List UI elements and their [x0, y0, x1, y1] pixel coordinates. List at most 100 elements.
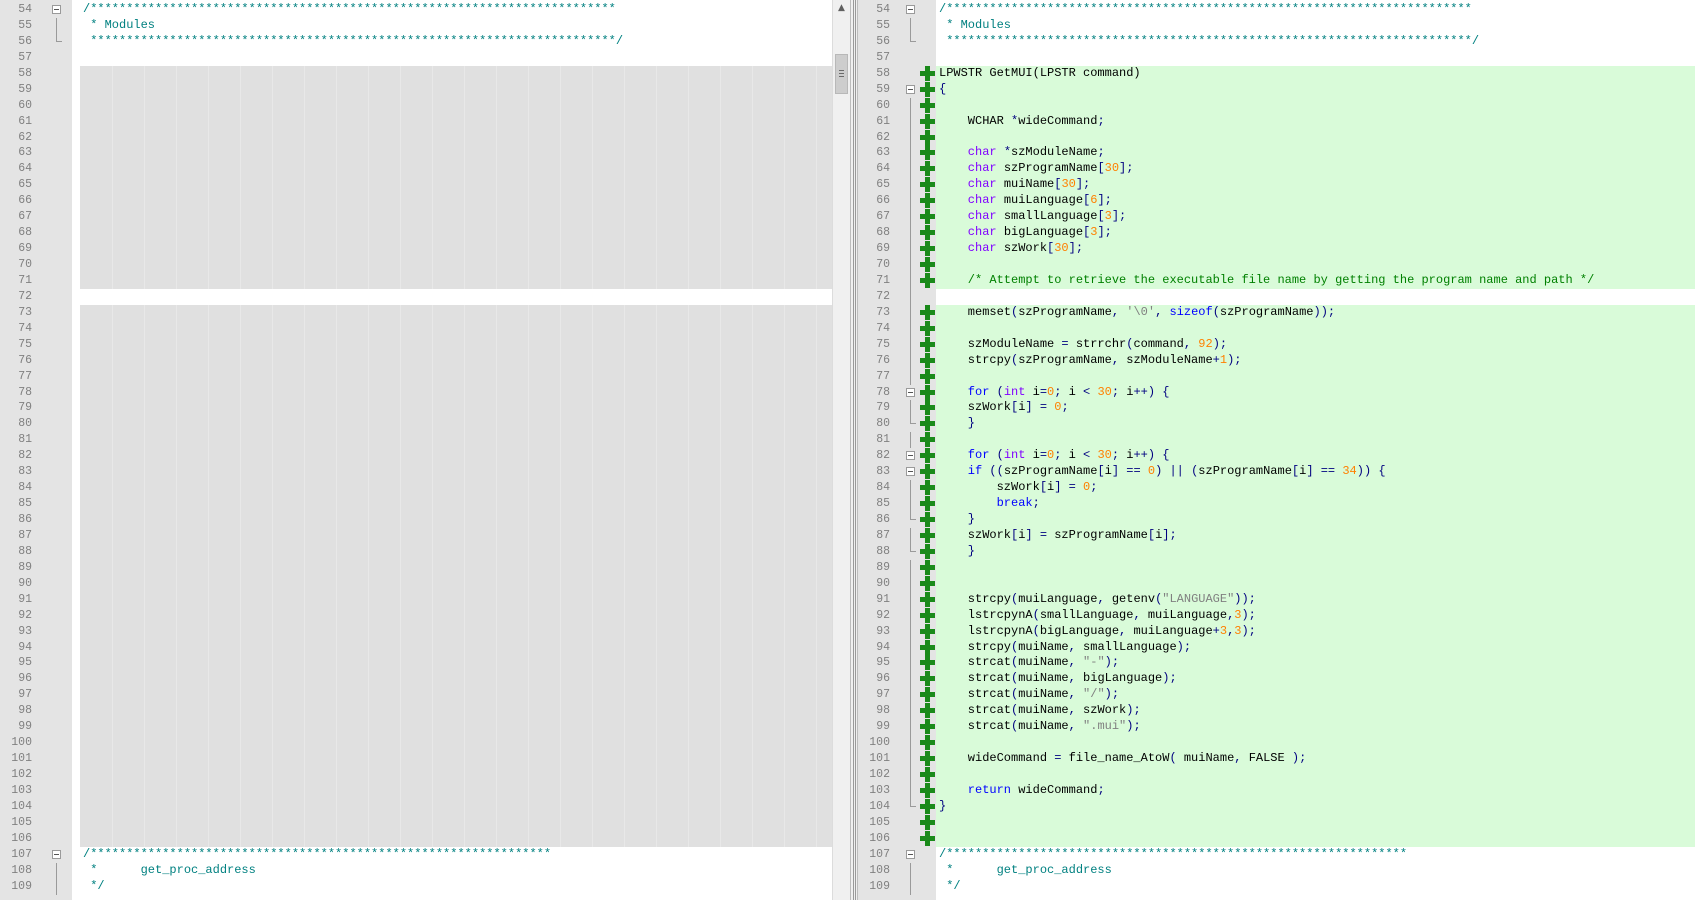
added-code-line[interactable]: szWork[i] = 0; — [936, 400, 1695, 417]
deleted-placeholder-line[interactable] — [80, 320, 850, 337]
code-line[interactable]: 104 — [0, 798, 850, 815]
code-text[interactable]: * Modules — [80, 18, 850, 34]
code-line[interactable]: 108 * get_proc_address — [0, 862, 850, 879]
code-line[interactable]: 71 /* Attempt to retrieve the executable… — [858, 272, 1695, 289]
deleted-placeholder-line[interactable] — [80, 97, 850, 114]
scrollbar-thumb[interactable] — [835, 54, 848, 94]
code-text[interactable]: * get_proc_address — [80, 863, 850, 879]
code-line[interactable]: 72 — [858, 288, 1695, 305]
fold-toggle-icon[interactable] — [906, 849, 915, 859]
deleted-placeholder-line[interactable] — [80, 336, 850, 353]
code-line[interactable]: 60 — [0, 97, 850, 114]
code-line[interactable]: 65 — [0, 177, 850, 194]
deleted-placeholder-line[interactable] — [80, 830, 850, 847]
code-line[interactable]: 105 — [858, 814, 1695, 831]
deleted-placeholder-line[interactable] — [80, 448, 850, 465]
code-line[interactable]: 64 — [0, 161, 850, 178]
code-line[interactable]: 107/************************************… — [0, 847, 850, 863]
added-code-line[interactable]: } — [936, 543, 1695, 560]
pane-splitter[interactable] — [850, 0, 858, 900]
code-line[interactable]: 69 char szWork[30]; — [858, 241, 1695, 257]
code-line[interactable]: 71 — [0, 272, 850, 289]
deleted-placeholder-line[interactable] — [80, 703, 850, 720]
right-editor-pane[interactable]: 54/*************************************… — [858, 0, 1695, 900]
deleted-placeholder-line[interactable] — [80, 272, 850, 289]
deleted-placeholder-line[interactable] — [80, 113, 850, 130]
code-line[interactable]: 83 if ((szProgramName[i] == 0) || (szPro… — [858, 464, 1695, 481]
code-line[interactable]: 95 — [0, 655, 850, 672]
code-text[interactable]: */ — [936, 879, 1695, 895]
added-code-line[interactable]: for (int i=0; i < 30; i++) { — [936, 384, 1695, 401]
code-line[interactable]: 60 — [858, 97, 1695, 114]
deleted-placeholder-line[interactable] — [80, 161, 850, 178]
added-code-line[interactable]: szWork[i] = szProgramName[i]; — [936, 527, 1695, 544]
code-line[interactable]: 69 — [0, 241, 850, 257]
code-line[interactable]: 109 */ — [0, 878, 850, 895]
added-code-line[interactable]: for (int i=0; i < 30; i++) { — [936, 448, 1695, 465]
deleted-placeholder-line[interactable] — [80, 639, 850, 656]
code-line[interactable]: 88 } — [858, 543, 1695, 560]
added-code-line[interactable] — [936, 575, 1695, 592]
code-line[interactable]: 106 — [858, 830, 1695, 847]
code-line[interactable]: 56 *************************************… — [858, 33, 1695, 50]
fold-toggle-icon[interactable] — [906, 84, 915, 94]
added-code-line[interactable]: szModuleName = strrchr(command, 92); — [936, 336, 1695, 353]
code-line[interactable]: 75 szModuleName = strrchr(command, 92); — [858, 336, 1695, 353]
code-text[interactable]: /***************************************… — [936, 847, 1695, 863]
code-line[interactable]: 54/*************************************… — [0, 2, 850, 18]
deleted-placeholder-line[interactable] — [80, 304, 850, 321]
code-line[interactable]: 88 — [0, 543, 850, 560]
code-line[interactable]: 67 — [0, 209, 850, 226]
code-line[interactable]: 74 — [0, 320, 850, 337]
added-code-line[interactable]: } — [936, 512, 1695, 528]
added-code-line[interactable]: lstrcpynA(bigLanguage, muiLanguage+3,3); — [936, 623, 1695, 640]
code-line[interactable]: 61 — [0, 113, 850, 130]
code-line[interactable]: 98 strcat(muiName, szWork); — [858, 703, 1695, 720]
deleted-placeholder-line[interactable] — [80, 416, 850, 433]
code-line[interactable]: 85 break; — [858, 496, 1695, 512]
code-line[interactable]: 95 strcat(muiName, "-"); — [858, 655, 1695, 672]
added-code-line[interactable]: strcat(muiName, szWork); — [936, 703, 1695, 720]
deleted-placeholder-line[interactable] — [80, 464, 850, 481]
code-line[interactable]: 81 — [0, 432, 850, 449]
code-line[interactable]: 105 — [0, 814, 850, 831]
code-line[interactable]: 82 — [0, 448, 850, 465]
code-line[interactable]: 99 strcat(muiName, ".mui"); — [858, 719, 1695, 736]
added-code-line[interactable]: WCHAR *wideCommand; — [936, 113, 1695, 130]
fold-toggle-icon[interactable] — [906, 451, 915, 461]
code-line[interactable]: 59 — [0, 81, 850, 98]
fold-toggle-icon[interactable] — [906, 5, 915, 14]
deleted-placeholder-line[interactable] — [80, 81, 850, 98]
deleted-placeholder-line[interactable] — [80, 257, 850, 273]
code-line[interactable]: 66 — [0, 193, 850, 210]
code-line[interactable]: 68 char bigLanguage[3]; — [858, 225, 1695, 242]
code-line[interactable]: 63 — [0, 145, 850, 162]
code-line[interactable]: 77 — [858, 368, 1695, 385]
code-line[interactable]: 91 — [0, 591, 850, 608]
code-line[interactable]: 90 — [858, 575, 1695, 592]
code-line[interactable]: 86 } — [858, 512, 1695, 528]
added-code-line[interactable]: strcat(muiName, bigLanguage); — [936, 671, 1695, 688]
code-line[interactable]: 63 char *szModuleName; — [858, 145, 1695, 162]
added-code-line[interactable]: lstrcpynA(smallLanguage, muiLanguage,3); — [936, 607, 1695, 624]
code-line[interactable]: 65 char muiName[30]; — [858, 177, 1695, 194]
deleted-placeholder-line[interactable] — [80, 496, 850, 512]
added-code-line[interactable]: { — [936, 81, 1695, 98]
code-line[interactable]: 86 — [0, 512, 850, 528]
deleted-placeholder-line[interactable] — [80, 241, 850, 257]
code-line[interactable]: 103 return wideCommand; — [858, 782, 1695, 799]
code-line[interactable]: 76 — [0, 352, 850, 369]
code-line[interactable]: 101 — [0, 751, 850, 767]
code-line[interactable]: 66 char muiLanguage[6]; — [858, 193, 1695, 210]
code-line[interactable]: 79 — [0, 400, 850, 417]
code-text[interactable]: * Modules — [936, 18, 1695, 34]
code-line[interactable]: 91 strcpy(muiLanguage, getenv("LANGUAGE"… — [858, 591, 1695, 608]
code-line[interactable]: 92 — [0, 607, 850, 624]
code-line[interactable]: 62 — [0, 129, 850, 146]
code-text[interactable] — [80, 50, 850, 66]
code-text[interactable]: */ — [80, 879, 850, 895]
fold-toggle-icon[interactable] — [52, 5, 61, 14]
added-code-line[interactable] — [936, 735, 1695, 752]
code-line[interactable]: 72 — [0, 289, 850, 305]
